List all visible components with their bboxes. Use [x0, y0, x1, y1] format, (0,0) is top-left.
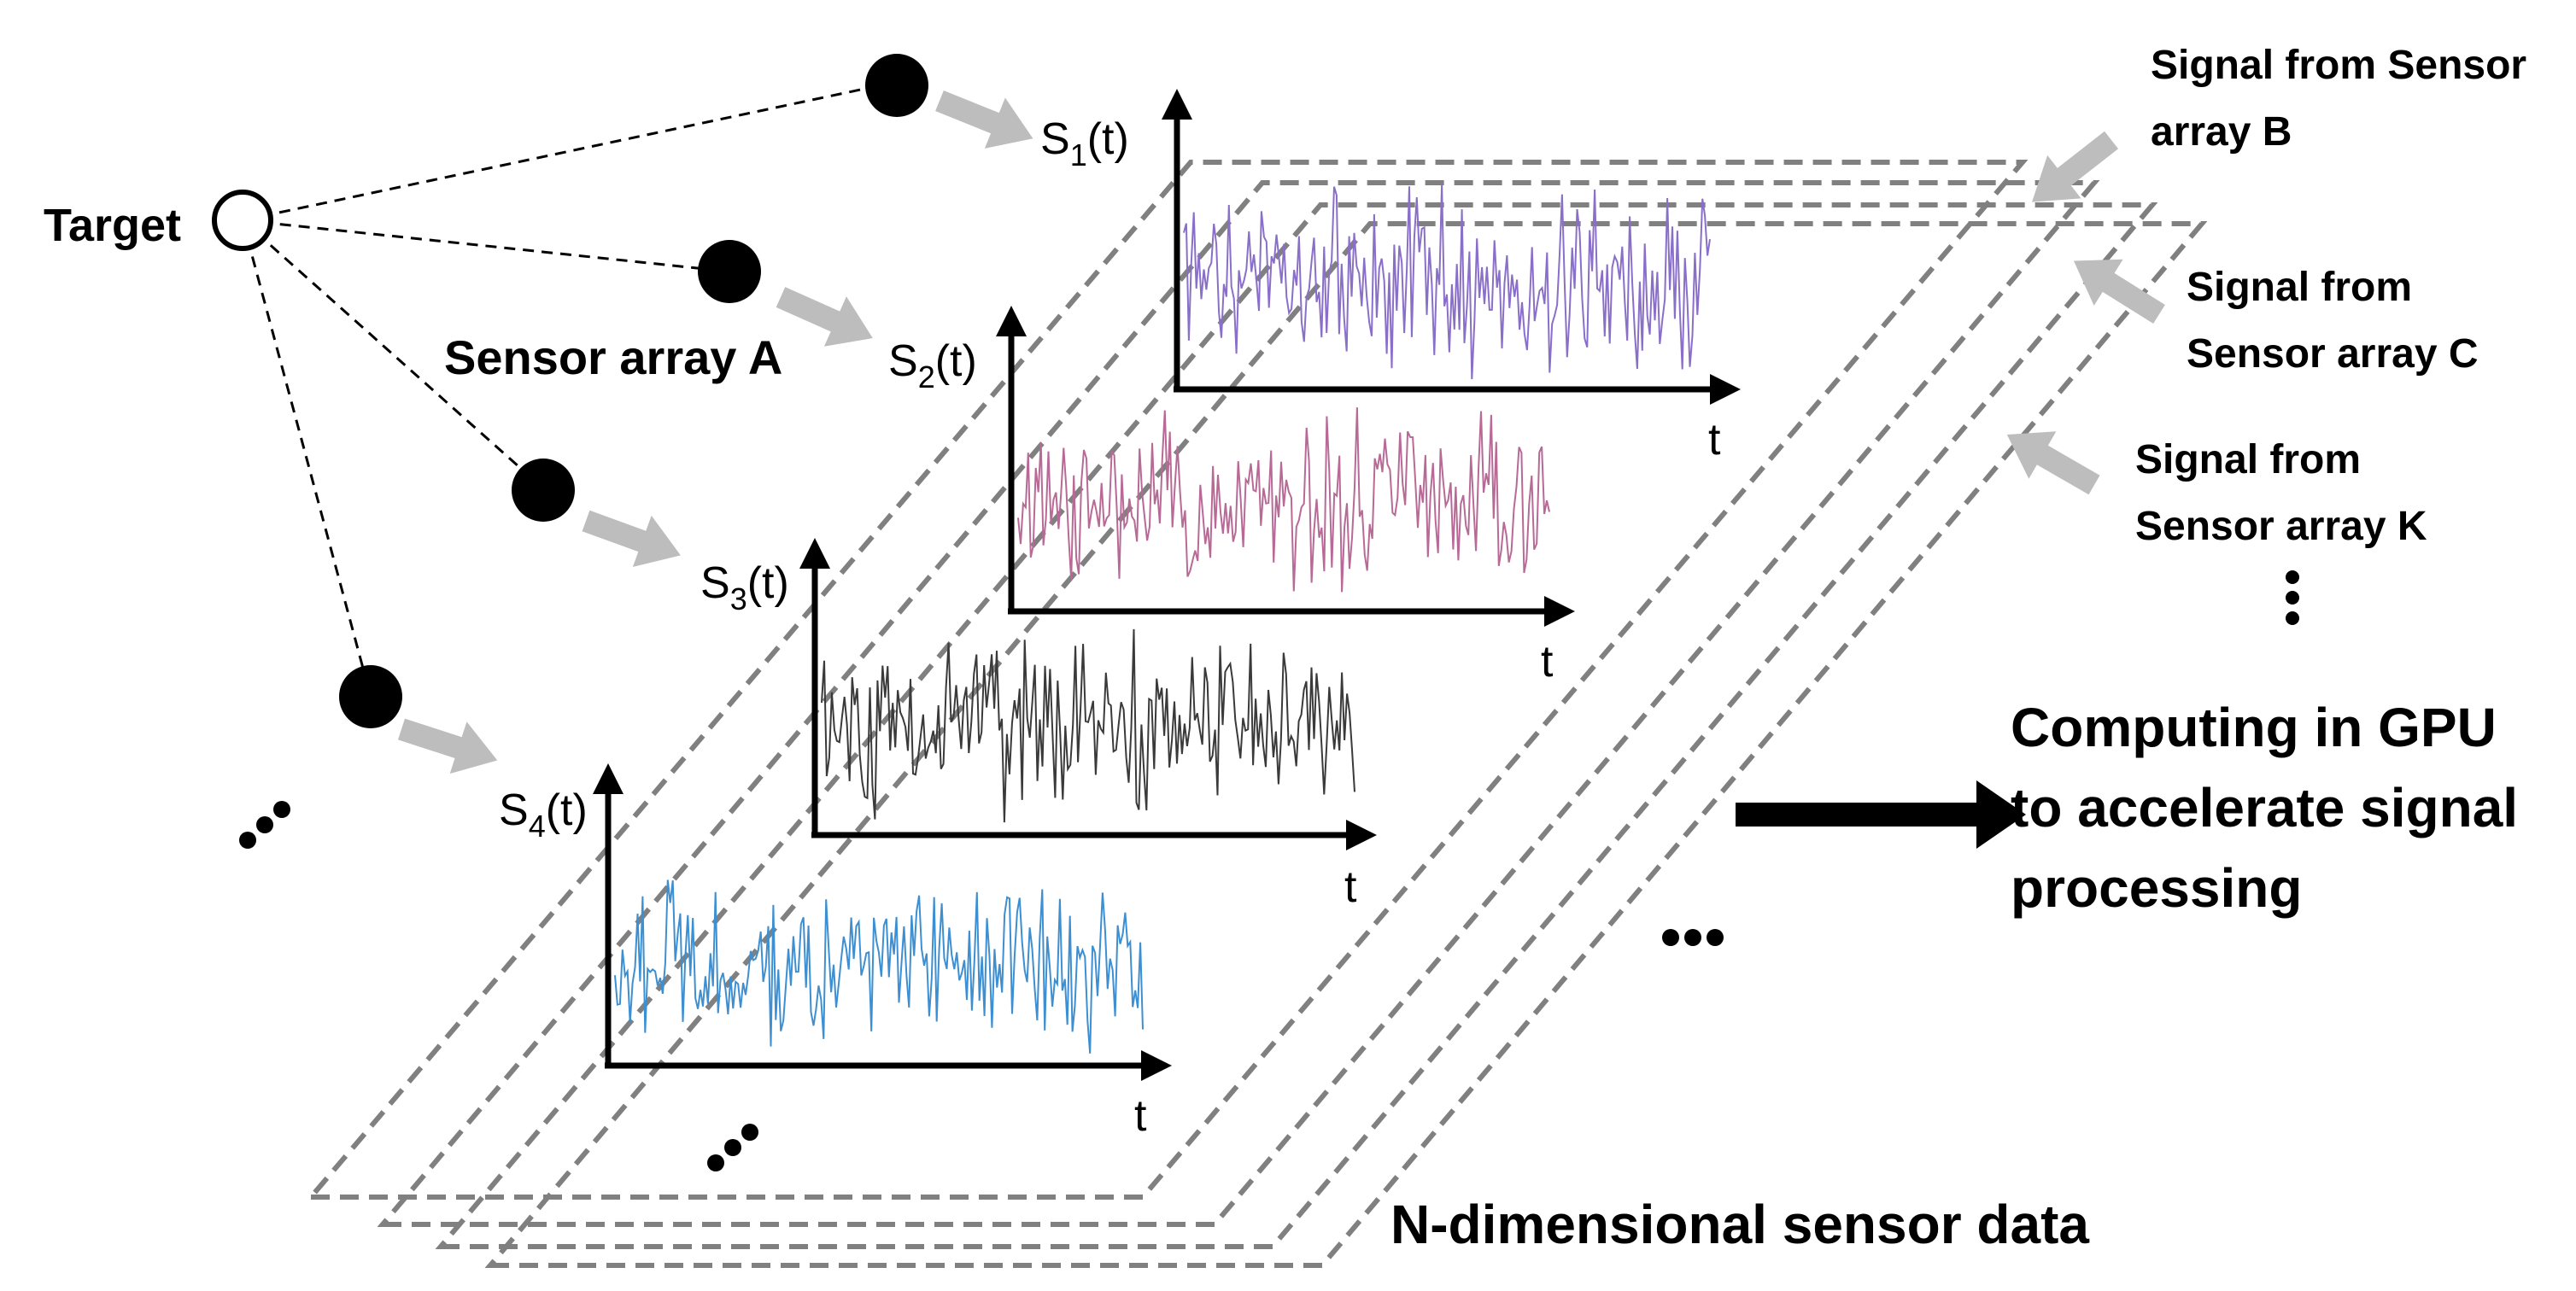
plot-4-y-arrowhead [593, 763, 624, 794]
data-plane-b [305, 160, 2029, 1200]
data-plane-c [377, 180, 2100, 1227]
signal-label-1: S1(t) [1040, 114, 1129, 172]
nd-data-label: N-dimensional sensor data [1390, 1194, 2089, 1255]
target-marker [212, 190, 273, 251]
signal-plot-4: S4(t) t [499, 763, 1172, 1141]
signal-label-3: S3(t) [700, 558, 789, 616]
plot-3-y-arrowhead [799, 538, 830, 569]
signal-trace-4 [614, 879, 1144, 1054]
plot-1-x-arrowhead [1710, 374, 1741, 405]
data-plane-3 [435, 202, 2158, 1249]
signal-plots: S1(t) t S2(t) t S3(t) t S4 [499, 89, 1741, 1171]
sensor-network: Target Sensor array A [44, 54, 928, 849]
gpu-arrow [1736, 780, 2026, 849]
more-sensors-ellipsis [239, 801, 290, 849]
plot-4-t-label: t [1134, 1091, 1147, 1141]
signal-trace-3 [821, 628, 1355, 823]
more-arrays-ellipsis [2286, 570, 2299, 625]
gpu-processing: Computing in GPU to accelerate signal pr… [1736, 697, 2533, 919]
ray-to-sensor-2 [242, 219, 730, 273]
gray-arrow-1 [929, 75, 1044, 164]
sensor-3 [512, 459, 575, 522]
plot-2-y-arrowhead [996, 306, 1027, 336]
ray-to-sensor-1 [242, 80, 898, 222]
signal-trace-1 [1183, 184, 1711, 380]
signal-plot-3: S3(t) t [700, 538, 1377, 912]
data-plane-k [484, 221, 2208, 1268]
gpu-label: Computing in GPU to accelerate signal pr… [2011, 697, 2533, 919]
signal-plot-2: S2(t) t [888, 306, 1575, 686]
signal-plot-1: S1(t) t [1040, 89, 1741, 464]
plot-2-t-label: t [1541, 637, 1554, 686]
sensor-array-a-label: Sensor array A [444, 330, 782, 384]
more-signals-ellipsis [707, 1124, 758, 1171]
sensor-1 [865, 54, 928, 117]
sensor-2 [698, 240, 761, 303]
signal-label-4: S4(t) [499, 786, 588, 844]
signal-trace-2 [1017, 407, 1550, 593]
plot-2-x-arrowhead [1544, 596, 1575, 627]
plot-3-t-label: t [1344, 862, 1357, 912]
arrow-signal-k [1993, 411, 2108, 509]
gray-arrow-2 [769, 272, 884, 364]
target-label: Target [44, 200, 181, 251]
signal-k-label: Signal from Sensor array K [2135, 437, 2427, 549]
sensor-4 [339, 665, 402, 728]
other-arrays: Signal from Sensor array B Signal from S… [1662, 43, 2538, 946]
gray-arrow-3 [577, 494, 690, 581]
ray-to-sensor-4 [241, 219, 372, 698]
data-planes [305, 160, 2208, 1268]
more-planes-ellipsis [1662, 929, 1724, 946]
signal-c-label: Signal from Sensor array C [2187, 265, 2479, 377]
gray-arrow-4 [393, 703, 506, 786]
ray-to-sensor-3 [242, 219, 544, 490]
plot-3-x-arrowhead [1346, 820, 1377, 850]
signal-label-2: S2(t) [888, 336, 977, 394]
plot-4-x-arrowhead [1141, 1050, 1172, 1081]
plot-1-y-arrowhead [1162, 89, 1192, 120]
signal-b-label: Signal from Sensor array B [2151, 43, 2538, 155]
plot-1-t-label: t [1708, 415, 1721, 464]
